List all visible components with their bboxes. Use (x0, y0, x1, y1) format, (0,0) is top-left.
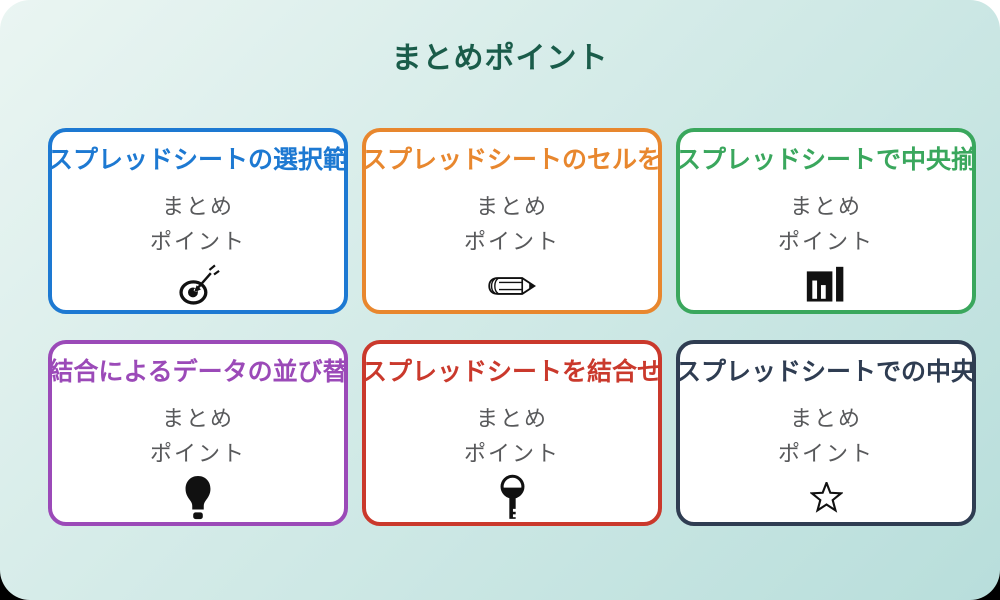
star-icon (809, 474, 843, 522)
card-subtitle-line1: まとめ (161, 193, 234, 219)
summary-card-5: スプレッドシートを結合せ まとめ ポイント (362, 340, 662, 526)
card-title: スプレッドシートを結合せ (362, 358, 662, 386)
summary-cards-grid: スプレッドシートの選択範 まとめ ポイント ス (48, 128, 976, 526)
summary-card-2: スプレッドシートのセルを まとめ ポイント (362, 128, 662, 314)
card-title: スプレッドシートの選択範 (48, 146, 348, 174)
card-subtitle: まとめ ポイント (150, 189, 246, 260)
summary-card-4: 結合によるデータの並び替 まとめ ポイント (48, 340, 348, 526)
card-subtitle-line1: まとめ (475, 193, 548, 219)
card-title: スプレッドシートで中央揃 (676, 146, 976, 174)
card-subtitle-line2: ポイント (463, 229, 560, 255)
card-subtitle-line2: ポイント (777, 441, 874, 467)
card-title: スプレッドシートのセルを (362, 146, 662, 174)
dart-target-icon (176, 262, 220, 310)
card-subtitle-line1: まとめ (789, 405, 862, 431)
page-title: まとめポイント (391, 42, 609, 75)
card-title: 結合によるデータの並び替 (48, 358, 348, 386)
summary-card-1: スプレッドシートの選択範 まとめ ポイント (48, 128, 348, 314)
card-subtitle-line1: まとめ (475, 405, 548, 431)
card-subtitle-line1: まとめ (161, 405, 234, 431)
summary-card-6: スプレッドシートでの中央 まとめ ポイント (676, 340, 976, 526)
card-title: スプレッドシートでの中央 (676, 358, 976, 386)
lightbulb-icon (182, 474, 214, 522)
card-subtitle: まとめ ポイント (150, 401, 246, 472)
pencil-icon (486, 262, 538, 310)
card-subtitle-line2: ポイント (777, 229, 874, 255)
card-subtitle: まとめ ポイント (464, 401, 560, 472)
card-subtitle: まとめ ポイント (464, 189, 560, 260)
card-subtitle-line2: ポイント (149, 441, 246, 467)
card-subtitle: まとめ ポイント (778, 189, 874, 260)
card-subtitle-line2: ポイント (463, 441, 560, 467)
bar-chart-icon (805, 262, 847, 310)
card-subtitle: まとめ ポイント (778, 401, 874, 472)
summary-card-3: スプレッドシートで中央揃 まとめ ポイント (676, 128, 976, 314)
key-icon (498, 474, 527, 522)
card-subtitle-line1: まとめ (789, 193, 862, 219)
card-subtitle-line2: ポイント (149, 229, 246, 255)
